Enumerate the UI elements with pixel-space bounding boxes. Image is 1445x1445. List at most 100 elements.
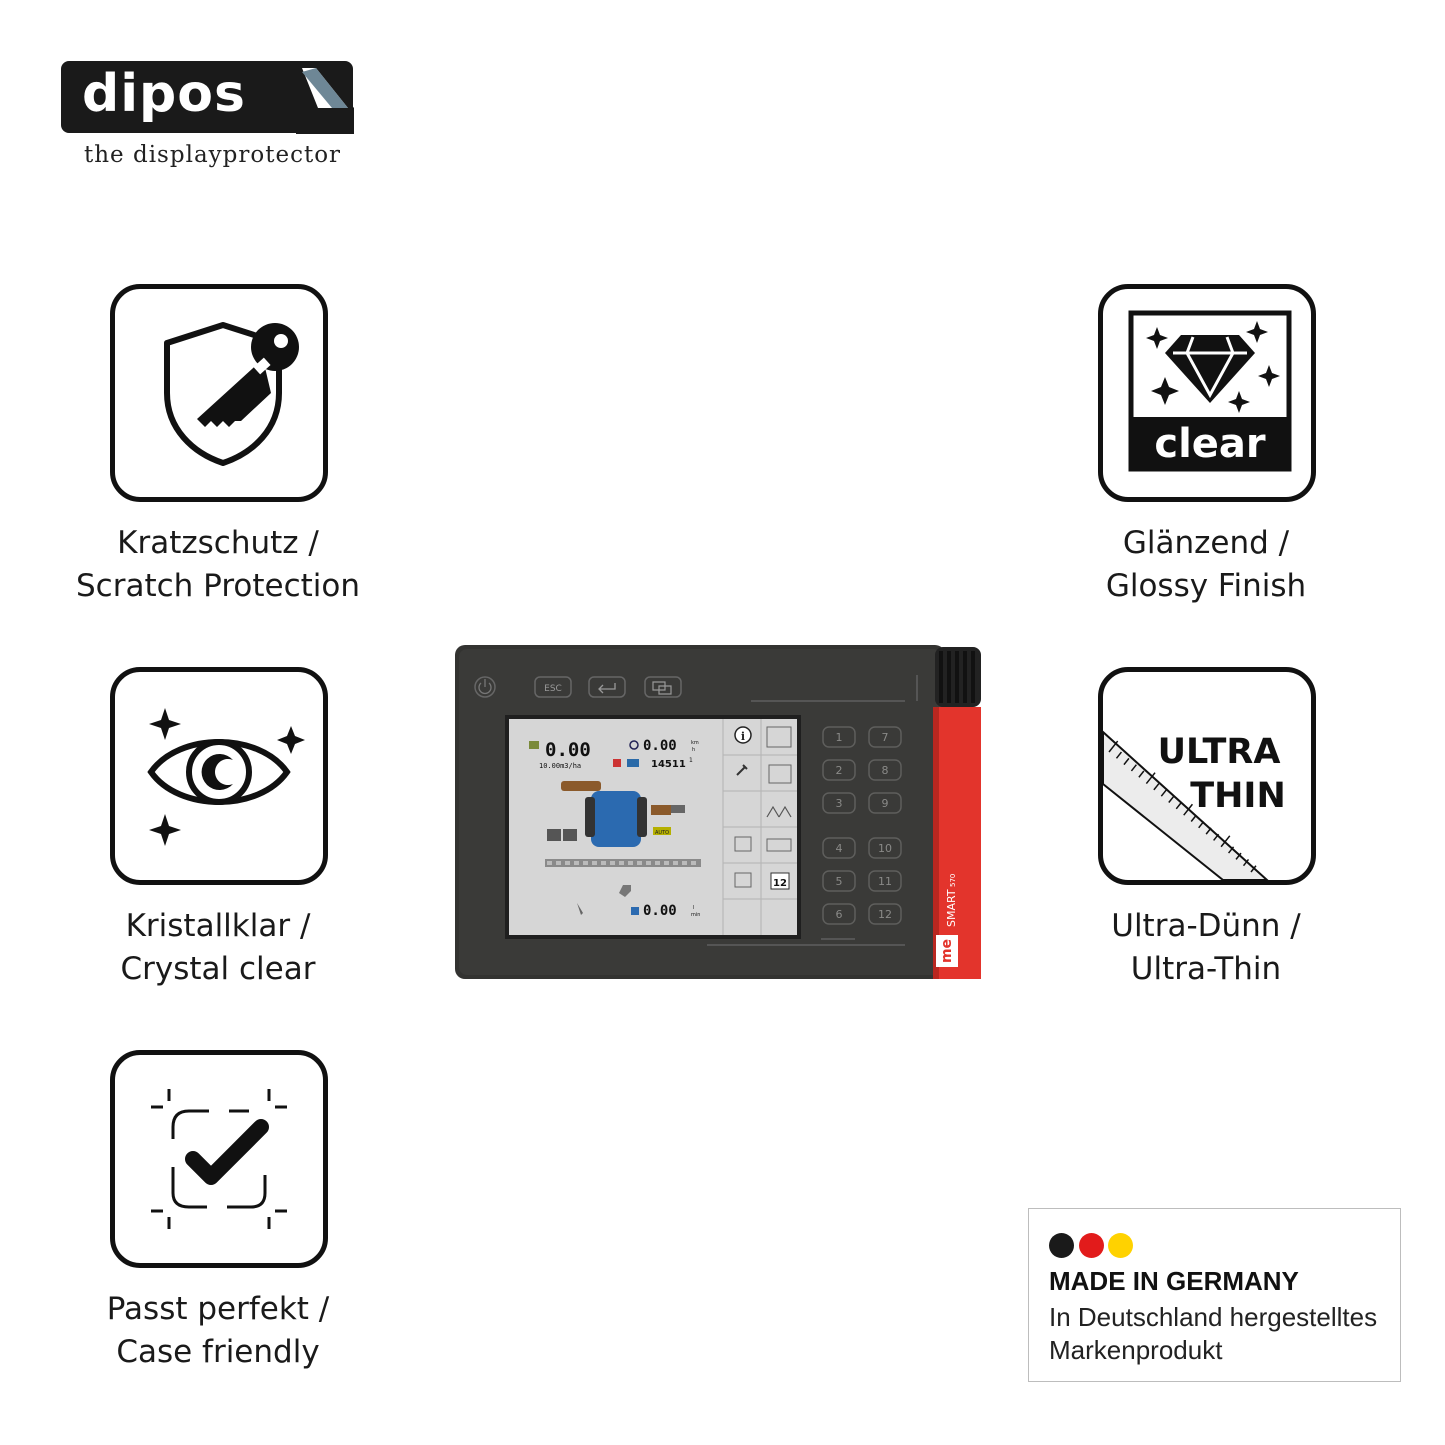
wrench-icon[interactable] <box>736 764 748 776</box>
feature-case-box <box>110 1050 328 1268</box>
feature-scratch-de: Kratzschutz / <box>117 525 319 561</box>
esc-label: ESC <box>544 684 562 694</box>
ultra-badge-line1: ULTRA <box>1157 732 1281 772</box>
softkey-1-button[interactable] <box>822 726 856 748</box>
ruler-tick <box>1198 821 1205 829</box>
nozzle-icon[interactable] <box>766 838 792 852</box>
power-icon <box>478 679 492 695</box>
window-switch-icon <box>652 681 672 695</box>
softkey-9-button[interactable] <box>868 792 902 814</box>
feature-thin-en: Ultra-Thin <box>1130 951 1282 987</box>
feature-case-de: Passt perfekt / <box>106 1291 330 1327</box>
flag-dot-gold <box>1108 1233 1133 1258</box>
window-switch-button[interactable] <box>644 676 682 698</box>
softkey-10-button[interactable] <box>868 837 902 859</box>
softkey-2-button[interactable] <box>822 759 856 781</box>
flag-dot-red <box>1079 1233 1104 1258</box>
softkey-4-button[interactable] <box>822 837 856 859</box>
feature-glossy-en: Glossy Finish <box>1105 568 1307 604</box>
info-icon[interactable] <box>734 726 752 744</box>
softkey-8-button[interactable] <box>868 759 902 781</box>
screen-counter: 14511 <box>651 759 686 770</box>
ruler-tick <box>1183 803 1194 816</box>
softkey-8-label: 8 <box>882 764 889 777</box>
boom-segment <box>628 861 633 865</box>
boom-segment <box>664 861 669 865</box>
softkey-4-label: 4 <box>836 842 843 855</box>
feature-thin-label: Ultra-Dünn / Ultra-Thin <box>1026 905 1386 991</box>
feature-case-en: Case friendly <box>116 1334 320 1370</box>
svg-text:i: i <box>741 730 745 743</box>
smart570-terminal-device: me SMART 570 ESC 0.00 10.00m3/ha 0.00 km… <box>455 645 981 979</box>
power-button[interactable] <box>474 676 496 698</box>
screen-counter-sup: 1 <box>689 757 693 764</box>
ruler-tick <box>1235 852 1242 860</box>
softkey-1-label: 1 <box>836 731 843 744</box>
boom-segment <box>673 861 678 865</box>
softkey-7-button[interactable] <box>868 726 902 748</box>
feature-crystal-en: Crystal clear <box>120 951 316 987</box>
me-logo: me <box>939 939 955 963</box>
softkey-12-button[interactable] <box>868 903 902 925</box>
softkey-5-label: 5 <box>836 875 843 888</box>
softkey-11-label: 11 <box>878 875 892 888</box>
screen-speed-unit-bottom: h <box>692 747 695 753</box>
screen-rate: 10.00m3/ha <box>539 762 581 770</box>
section-1-icon[interactable] <box>734 836 752 852</box>
boom-fold-icon[interactable] <box>766 805 792 818</box>
boom-segment <box>637 861 642 865</box>
page-curl-icon <box>296 64 354 134</box>
feature-thin-de: Ultra-Dünn / <box>1111 908 1301 944</box>
tank-settings-icon[interactable] <box>768 764 792 784</box>
ruler-tick <box>1190 814 1197 822</box>
feature-crystal-box <box>110 667 328 885</box>
boom-segment <box>574 861 579 865</box>
eye-sparkle-icon <box>147 708 305 846</box>
boom-segment <box>682 861 687 865</box>
softkey-3-button[interactable] <box>822 792 856 814</box>
ruler-tick <box>1153 783 1160 791</box>
feature-scratch-en: Scratch Protection <box>76 568 360 604</box>
esc-button[interactable] <box>534 676 572 698</box>
feature-glossy-label: Glänzend / Glossy Finish <box>1026 522 1386 608</box>
softkey-6-label: 6 <box>836 908 843 921</box>
feature-crystal-label: Kristallklar / Crystal clear <box>38 905 398 991</box>
boom-segment <box>655 861 660 865</box>
enter-icon <box>598 683 616 694</box>
section-12-icon[interactable] <box>770 872 790 890</box>
device-model-suffix: 570 <box>949 874 957 887</box>
softkey-2-label: 2 <box>836 764 843 777</box>
boom-segment <box>565 861 570 865</box>
feature-glossy-box: clear <box>1098 284 1316 502</box>
made-in-title: MADE IN GERMANY <box>1049 1266 1299 1296</box>
screen-flow-unit-bottom: min <box>691 912 700 918</box>
softkey-5-button[interactable] <box>822 870 856 892</box>
ruler-tick <box>1220 835 1231 848</box>
ruler-tick <box>1115 751 1123 759</box>
section-2-icon[interactable] <box>734 872 752 888</box>
feature-thin-box: ULTRA THIN <box>1098 667 1316 885</box>
ruler-tick <box>1168 795 1175 803</box>
sprayer-settings-icon[interactable] <box>766 726 792 748</box>
feature-scratch-box <box>110 284 328 502</box>
section-12-label: 12 <box>773 878 787 889</box>
ruler-tick <box>1138 770 1145 778</box>
made-in-subtitle: In Deutschland hergestelltes Markenprodu… <box>1049 1301 1377 1367</box>
made-in-line1: In Deutschland hergestelltes <box>1049 1302 1378 1332</box>
ruler-tick <box>1130 764 1137 772</box>
shield-key-icon <box>164 322 299 466</box>
boom-segment <box>583 861 588 865</box>
softkey-12-label: 12 <box>878 908 892 921</box>
softkey-11-button[interactable] <box>868 870 902 892</box>
ruler-tick <box>1160 789 1167 797</box>
enter-button[interactable] <box>588 676 626 698</box>
softkey-6-button[interactable] <box>822 903 856 925</box>
ruler-tick <box>1250 865 1257 873</box>
ruler-tick <box>1242 858 1250 867</box>
ruler-tick <box>1205 827 1212 835</box>
checkmark-frame-icon <box>151 1089 287 1229</box>
boom-segment <box>601 861 606 865</box>
ruler-tick <box>1108 740 1119 753</box>
device-model: SMART <box>945 889 958 927</box>
feature-case-label: Passt perfekt / Case friendly <box>38 1288 398 1374</box>
